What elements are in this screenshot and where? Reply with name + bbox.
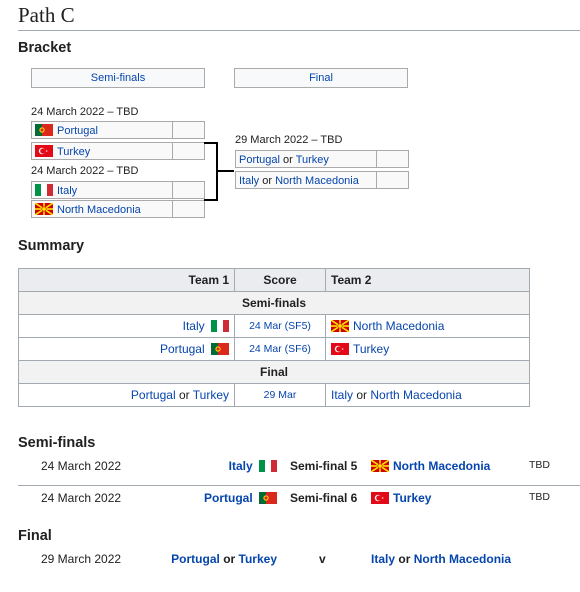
turkey-flag-icon bbox=[371, 492, 389, 504]
team1-cell: Italy bbox=[18, 314, 235, 338]
group-final: Final bbox=[18, 360, 530, 384]
match-team1: Portugal or Turkey bbox=[171, 552, 277, 566]
bracket-team-italy[interactable]: Italy bbox=[31, 181, 173, 199]
bracket-connector bbox=[204, 199, 218, 201]
bracket-team-portugal[interactable]: Portugal bbox=[31, 121, 173, 139]
bracket-score-cell bbox=[376, 171, 409, 189]
team2-cell: North Macedonia bbox=[325, 314, 530, 338]
bracket-connector bbox=[204, 142, 218, 144]
italy-flag-icon bbox=[211, 320, 229, 332]
match-date: 24 March 2022 bbox=[41, 491, 122, 505]
north-macedonia-flag-icon bbox=[35, 203, 53, 215]
table-row: Portugal 24 Mar (SF6) Turkey bbox=[18, 337, 530, 361]
table-row: Italy 24 Mar (SF5) North Macedonia bbox=[18, 314, 530, 338]
summary-table: Team 1 Score Team 2 Semi-finals Italy 24… bbox=[18, 268, 530, 407]
bracket-connector bbox=[216, 170, 234, 172]
match-team1: Italy bbox=[229, 459, 277, 473]
bracket-score-cell bbox=[172, 181, 205, 199]
score-link[interactable]: 24 Mar (SF5) bbox=[234, 314, 326, 338]
portugal-flag-icon bbox=[35, 124, 53, 136]
round-semifinals-link[interactable]: Semi-finals bbox=[31, 68, 205, 88]
match-vs: v bbox=[319, 552, 326, 566]
team1-cell: Portugal or Turkey bbox=[18, 383, 235, 407]
match-label: Semi-final 5 bbox=[290, 459, 358, 473]
italy-flag-icon bbox=[35, 184, 53, 196]
score-link[interactable]: 29 Mar bbox=[234, 383, 326, 407]
match-label: Semi-final 6 bbox=[290, 491, 358, 505]
north-macedonia-flag-icon bbox=[371, 460, 389, 472]
bracket-final-team-a: Portugal or Turkey bbox=[235, 150, 377, 168]
match-status: TBD bbox=[529, 491, 550, 503]
match-team2: North Macedonia bbox=[371, 459, 490, 473]
match-date: 29 March 2022 bbox=[41, 552, 122, 566]
team1-cell: Portugal bbox=[18, 337, 235, 361]
group-semifinals: Semi-finals bbox=[18, 291, 530, 315]
table-row: Portugal or Turkey 29 Mar Italy or North… bbox=[18, 383, 530, 407]
turkey-flag-icon bbox=[331, 343, 349, 355]
italy-flag-icon bbox=[259, 460, 277, 472]
summary-header-row: Team 1 Score Team 2 bbox=[18, 268, 530, 292]
score-link[interactable]: 24 Mar (SF6) bbox=[234, 337, 326, 361]
bracket-team-north-macedonia[interactable]: North Macedonia bbox=[31, 200, 173, 218]
match-status: TBD bbox=[529, 459, 550, 471]
summary-heading: Summary bbox=[18, 238, 85, 254]
match-team1: Portugal bbox=[204, 491, 277, 505]
match-team2: Turkey bbox=[371, 491, 431, 505]
semifinals-heading: Semi-finals bbox=[18, 435, 96, 451]
bracket-final-team-b: Italy or North Macedonia bbox=[235, 171, 377, 189]
col-team2: Team 2 bbox=[325, 268, 530, 292]
bracket-score-cell bbox=[172, 121, 205, 139]
team2-cell: Turkey bbox=[325, 337, 530, 361]
round-final-link[interactable]: Final bbox=[234, 68, 408, 88]
portugal-flag-icon bbox=[259, 492, 277, 504]
team2-cell: Italy or North Macedonia bbox=[325, 383, 530, 407]
bracket-heading: Bracket bbox=[18, 40, 72, 56]
bracket-score-cell bbox=[172, 142, 205, 160]
semi2-date: 24 March 2022 – TBD bbox=[31, 165, 139, 177]
match-team2: Italy or North Macedonia bbox=[371, 552, 512, 566]
bracket-score-cell bbox=[376, 150, 409, 168]
turkey-flag-icon bbox=[35, 145, 53, 157]
col-team1: Team 1 bbox=[18, 268, 235, 292]
col-score: Score bbox=[234, 268, 326, 292]
north-macedonia-flag-icon bbox=[331, 320, 349, 332]
section-title: Path C bbox=[18, 2, 580, 31]
match-date: 24 March 2022 bbox=[41, 459, 122, 473]
divider bbox=[18, 485, 580, 486]
portugal-flag-icon bbox=[211, 343, 229, 355]
semi1-date: 24 March 2022 – TBD bbox=[31, 106, 139, 118]
bracket-score-cell bbox=[172, 200, 205, 218]
bracket-team-turkey[interactable]: Turkey bbox=[31, 142, 173, 160]
final-heading: Final bbox=[18, 528, 52, 544]
final-date: 29 March 2022 – TBD bbox=[235, 134, 343, 146]
